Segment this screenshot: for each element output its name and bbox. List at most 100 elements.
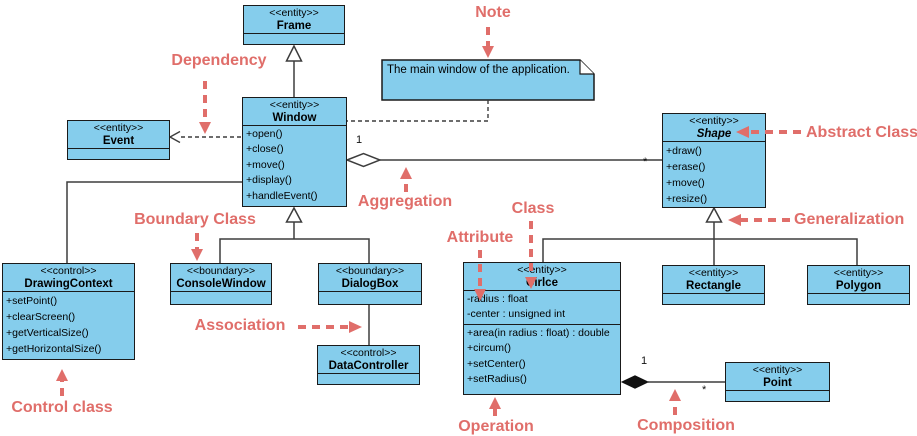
operation: +display() (246, 174, 292, 187)
class-name: DrawingContext (24, 278, 113, 290)
empty-compartment (319, 291, 421, 300)
arrowhead-down-icon (199, 122, 211, 134)
empty-compartment (663, 293, 764, 302)
class-header: <<boundary>> DialogBox (319, 264, 421, 291)
class-header: <<entity>> Cirlce (464, 263, 620, 290)
operation: +setPoint() (6, 295, 58, 307)
class-name: Rectangle (686, 280, 741, 292)
attribute: -center : unsigned int (467, 308, 566, 321)
operation: +setRadius() (467, 373, 527, 386)
association-label: Association (194, 317, 286, 334)
generalization-triangle-icon (285, 206, 303, 223)
filled-diamond-icon (620, 375, 650, 389)
empty-compartment (171, 291, 271, 300)
class-datacontroller[interactable]: <<control>> DataController (317, 345, 420, 385)
aggregation-label: Aggregation (357, 193, 453, 210)
operation: +setCenter() (467, 357, 526, 370)
operation: +circum() (467, 342, 512, 355)
stereotype: <<boundary>> (186, 265, 256, 277)
operation: +close() (246, 143, 284, 156)
class-header: <<boundary>> ConsoleWindow (171, 264, 271, 291)
class-name: Event (102, 135, 135, 147)
class-point[interactable]: <<entity>> Point (725, 362, 830, 402)
note-anchor-line (347, 100, 489, 122)
window-generalization-branches (219, 238, 370, 263)
generalization-label: Generalization (794, 211, 905, 228)
class-dialogbox[interactable]: <<boundary>> DialogBox (318, 263, 422, 305)
class-header: <<control>> DrawingContext (3, 264, 134, 291)
abstract-class-label: Abstract Class (806, 124, 917, 141)
operation: +erase() (666, 161, 706, 173)
operation: +area(in radius : float) : double (467, 326, 610, 339)
operation-label: Operation (458, 418, 534, 435)
class-rectangle[interactable]: <<entity>> Rectangle (662, 265, 765, 305)
class-polygon[interactable]: <<entity>> Polygon (807, 265, 910, 305)
class-name: Shape (696, 128, 732, 140)
multiplicity: 1 (356, 134, 363, 146)
arrowhead-right-icon (349, 321, 362, 333)
class-consolewindow[interactable]: <<boundary>> ConsoleWindow (170, 263, 272, 305)
stereotype: <<entity>> (752, 364, 803, 376)
stereotype: <<entity>> (269, 7, 319, 19)
operations-compartment: +open() +close() +move() +display() +han… (243, 125, 346, 205)
arrowhead-left-icon (728, 214, 741, 226)
class-frame[interactable]: <<entity>> Frame (243, 5, 345, 45)
class-drawingcontext[interactable]: <<control>> DrawingContext +setPoint() +… (2, 263, 135, 360)
class-shape[interactable]: <<entity>> Shape +draw() +erase() +move(… (662, 113, 766, 208)
arrowhead-up-icon (400, 167, 412, 179)
class-name: Window (272, 112, 317, 124)
note-text: The main window of the application. (387, 64, 570, 76)
class-circle[interactable]: <<entity>> Cirlce -radius : float -cente… (463, 262, 621, 395)
note-fold-icon (579, 60, 594, 75)
class-name: DialogBox (341, 278, 399, 290)
class-name: Polygon (835, 280, 882, 292)
empty-compartment (808, 293, 909, 302)
empty-compartment (68, 148, 169, 157)
class-event[interactable]: <<entity>> Event (67, 120, 170, 160)
class-name: Frame (276, 20, 312, 32)
class-window[interactable]: <<entity>> Window +open() +close() +move… (242, 97, 347, 207)
operation: +move() (666, 177, 705, 189)
class-header: <<entity>> Window (243, 98, 346, 125)
class-header: <<entity>> Frame (244, 6, 344, 33)
stereotype: <<entity>> (689, 115, 739, 127)
arrowhead-down-icon (191, 249, 203, 261)
operation: +getHorizontalSize() (6, 343, 102, 355)
operation: +clearScreen() (6, 311, 76, 323)
class-name: ConsoleWindow (176, 278, 266, 290)
composition-label: Composition (637, 417, 735, 434)
empty-compartment (244, 33, 344, 42)
control-class-label: Control class (11, 399, 113, 416)
dependency-label: Dependency (171, 52, 267, 69)
empty-compartment (318, 373, 419, 382)
stereotype: <<boundary>> (335, 265, 405, 277)
operations-compartment: +setPoint() +clearScreen() +getVerticalS… (3, 291, 134, 358)
class-name: Point (763, 377, 792, 389)
attributes-compartment: -radius : float -center : unsigned int (464, 290, 620, 324)
class-header: <<entity>> Rectangle (663, 266, 764, 293)
arrowhead-up-icon (489, 397, 501, 409)
stereotype: <<control>> (40, 265, 97, 277)
multiplicity: * (643, 156, 648, 168)
generalization-triangle-icon (705, 206, 723, 223)
multiplicity: 1 (641, 355, 648, 367)
stereotype: <<entity>> (833, 267, 884, 279)
boundary-class-label: Boundary Class (134, 211, 256, 228)
class-name: DataController (328, 360, 409, 372)
stereotype: <<entity>> (688, 267, 739, 279)
multiplicity: * (702, 384, 707, 396)
class-header: <<entity>> Polygon (808, 266, 909, 293)
stereotype: <<entity>> (269, 99, 320, 111)
operations-compartment: +area(in radius : float) : double +circu… (464, 323, 620, 389)
operation: +getVerticalSize() (6, 327, 89, 339)
arrowhead-down-icon (482, 46, 494, 58)
class-label: Class (511, 200, 555, 217)
class-header: <<entity>> Shape (663, 114, 765, 141)
class-name: Cirlce (526, 277, 558, 289)
arrowhead-up-icon (56, 369, 68, 381)
operation: +resize() (666, 193, 708, 205)
class-header: <<control>> DataController (318, 346, 419, 373)
operation: +handleEvent() (246, 189, 318, 202)
open-arrowhead-icon (168, 130, 181, 144)
